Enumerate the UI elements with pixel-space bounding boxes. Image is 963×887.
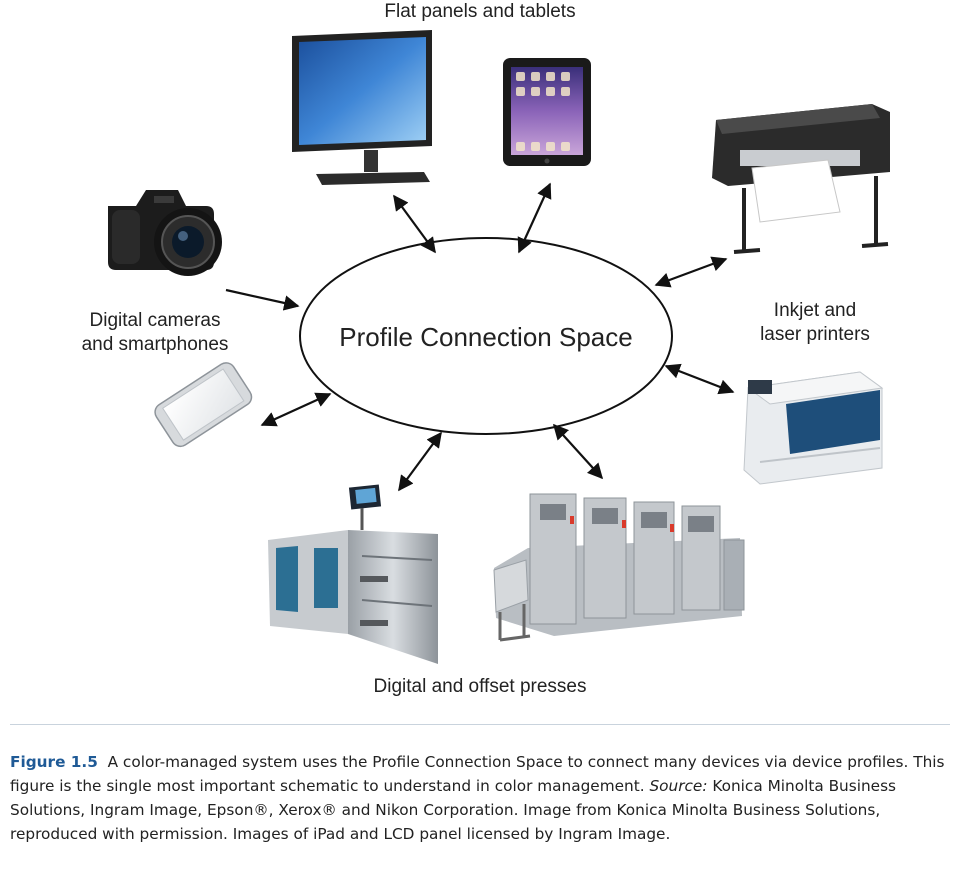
tablet-icon [503, 58, 591, 166]
wide-format-printer-icon [712, 104, 890, 254]
label-printers: Inkjet and laser printers [720, 299, 910, 347]
pcs-label: Profile Connection Space [339, 322, 632, 352]
label-presses: Digital and offset presses [373, 676, 587, 697]
offset-press-icon [493, 493, 745, 642]
caption-divider [10, 724, 950, 725]
caption-source-label: Source: [649, 777, 708, 795]
digital-press-icon [268, 484, 438, 664]
figure-caption: Figure 1.5 A color-managed system uses t… [10, 750, 945, 846]
connection-arrows [225, 182, 735, 492]
smartphone-icon [154, 362, 253, 448]
label-cameras-line1: Digital cameras [89, 310, 221, 331]
arrow-smartphone [260, 392, 332, 427]
label-cameras-line2: and smartphones [81, 334, 229, 355]
camera-icon [108, 190, 222, 276]
laser-printer-icon [743, 371, 884, 485]
arrow-laser [664, 363, 735, 395]
arrow-camera [225, 288, 300, 311]
arrow-tablet [517, 182, 552, 254]
figure-label: Figure 1.5 [10, 753, 98, 771]
arrow-monitor [393, 194, 436, 254]
label-cameras: Digital cameras and smartphones [55, 309, 255, 357]
arrow-inkjet [654, 256, 728, 288]
diagram-canvas: Profile Connection Space [108, 30, 890, 664]
label-printers-line1: Inkjet and [773, 300, 857, 321]
profile-connection-space: Profile Connection Space [299, 237, 673, 435]
label-flat-panels: Flat panels and tablets [384, 1, 576, 22]
monitor-icon [292, 30, 432, 185]
caption-text-2: Konica Minolta Business Solutions, Ingra… [10, 777, 897, 843]
arrow-digital-press [398, 431, 442, 492]
arrow-offset-press [552, 423, 604, 480]
caption-text-1: A color-managed system uses the Profile … [10, 753, 945, 795]
label-printers-line2: laser printers [760, 324, 870, 345]
pcs-diagram: Profile Connection Space [55, 1, 910, 697]
